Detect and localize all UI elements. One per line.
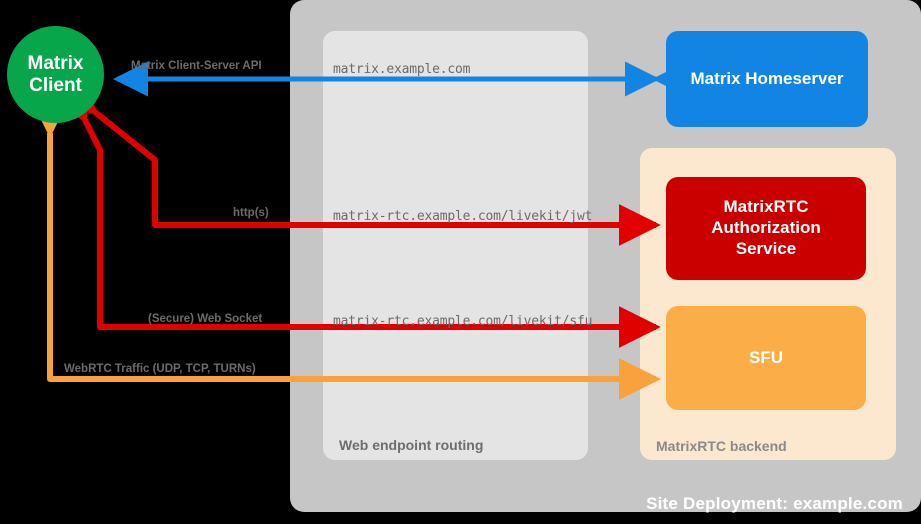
node-sfu[interactable]: SFU [666, 306, 866, 410]
node-matrixrtc-authorization-service[interactable]: MatrixRTC Authorization Service [666, 177, 866, 280]
edge-label-webrtc-traffic: WebRTC Traffic (UDP, TCP, TURNs) [64, 363, 256, 375]
node-matrix-client-label: Matrix Client [27, 53, 84, 96]
endpoint-label-matrix-example-com: matrix.example.com [333, 62, 471, 77]
edge-label-client-server-api: Matrix Client-Server API [131, 60, 262, 72]
site-deployment-label: Site Deployment: example.com [646, 494, 903, 513]
endpoint-label-livekit-jwt: matrix-rtc.example.com/livekit/jwt [333, 209, 593, 224]
endpoint-label-livekit-sfu: matrix-rtc.example.com/livekit/sfu [333, 314, 593, 329]
node-matrix-homeserver[interactable]: Matrix Homeserver [666, 31, 868, 127]
matrixrtc-backend-label: MatrixRTC backend [656, 438, 787, 454]
edge-label-http-s: http(s) [233, 207, 269, 219]
web-endpoint-routing-label: Web endpoint routing [339, 437, 484, 453]
node-matrixrtc-authorization-service-label: MatrixRTC Authorization Service [711, 197, 821, 258]
edge-label-secure-web-socket: (Secure) Web Socket [148, 313, 263, 325]
node-matrix-homeserver-label: Matrix Homeserver [690, 69, 844, 88]
node-matrix-client[interactable]: Matrix Client [7, 26, 104, 123]
web-endpoint-routing-container [323, 31, 588, 460]
node-sfu-label: SFU [749, 348, 783, 367]
